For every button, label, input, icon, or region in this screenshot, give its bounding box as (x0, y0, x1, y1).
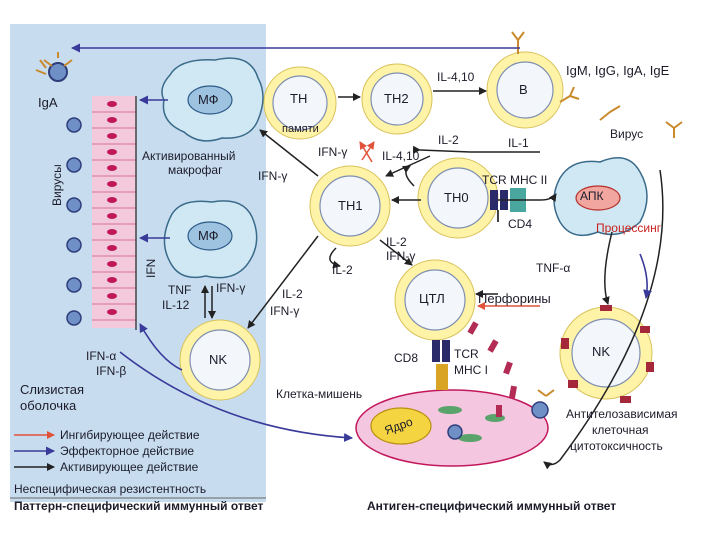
inhibit-arrows (359, 141, 540, 310)
immunoglobulins-label: IgM, IgG, IgA, IgE (566, 63, 670, 78)
il-2-nk-label: IL-2 (282, 287, 303, 301)
ifn-gamma-th-label: IFN-γ (318, 145, 348, 159)
ifn-beta-label: IFN-β (96, 364, 127, 378)
macrophage-1-label: МФ (198, 92, 219, 107)
il-1-label: IL-1 (508, 136, 529, 150)
nk-right-label: NK (592, 344, 611, 359)
perforin-pores (467, 321, 517, 417)
th0-label: TH0 (444, 190, 469, 205)
antibodies (35, 31, 683, 397)
tnf-alpha-right-label: TNF-α (536, 261, 571, 275)
th1-label: TH1 (338, 198, 363, 213)
epithelium (92, 96, 137, 330)
mucosa-label-2: оболочка (20, 398, 77, 413)
ifn-gamma-ctl-label: IFN-γ (386, 249, 416, 263)
footer-pattern: Паттерн-специфический иммунный ответ (14, 499, 264, 513)
legend-activate-label: Активирующее действие (60, 460, 199, 474)
il-4-10-mid-label: IL-4,10 (382, 149, 420, 163)
perforins-label: Перфорины (478, 291, 551, 306)
virus-particles-left (66, 117, 82, 326)
target-cell-organelles (438, 406, 505, 442)
tnf-label: TNF (168, 283, 192, 297)
activated-macrophage-label-1: Активированный (142, 149, 236, 163)
th-memory-sub-label: памяти (282, 123, 319, 135)
tcr-mhc-i-complex (432, 340, 450, 390)
footer-nonspecific: Неспецифическая резистентность (14, 482, 207, 496)
activation-arrows (201, 87, 664, 470)
processing-label: Процессинг (596, 221, 662, 235)
th-memory-label: TH (290, 91, 308, 106)
adcc-label-1: Антителозависимая (566, 407, 678, 421)
viruses-label: Вирусы (50, 164, 64, 206)
legend-inhibit-label: Ингибирующее действие (60, 428, 200, 442)
lymphocyte-cores (189, 61, 641, 391)
nk-granules (561, 305, 654, 403)
legend-effector-label: Эффекторное действие (60, 444, 195, 458)
virus-particle-top (43, 52, 73, 82)
effector-arrows (71, 43, 652, 443)
virus-right-label: Вирус (610, 127, 644, 141)
b-cell-label: B (519, 82, 528, 97)
tcr-mhc-ii-label: TCR MHC II (482, 173, 548, 187)
activated-macrophage-label-2: макрофаг (168, 163, 223, 177)
ifn-vertical-label: IFN (144, 258, 158, 278)
iga-label: IgA (38, 95, 58, 110)
nk-left-label: NK (209, 352, 228, 367)
ctl-label: ЦТЛ (419, 291, 445, 306)
target-cell-label: Клетка-мишень (276, 387, 363, 401)
tcr-label: TCR (454, 347, 479, 361)
il-2-ctl-label: IL-2 (386, 235, 407, 249)
footer-antigen: Антиген-специфический иммунный ответ (367, 499, 617, 513)
th2-label: TH2 (384, 91, 409, 106)
ifn-gamma-macrophage-label: IFN-γ (258, 169, 288, 183)
adcc-label-2: клеточная (592, 423, 649, 437)
il-12-label: IL-12 (162, 298, 190, 312)
legend-arrows (14, 431, 55, 471)
il-2-mid-label: IL-2 (438, 133, 459, 147)
mucosa-label-1: Слизистая (20, 382, 85, 397)
ifn-alpha-label: IFN-α (86, 349, 117, 363)
ifn-gamma-nk-label: IFN-γ (216, 281, 246, 295)
apc-label: АПК (580, 189, 604, 203)
ifn-gamma-nk2-label: IFN-γ (270, 304, 300, 318)
mhc-i-label: MHC I (454, 363, 488, 377)
cd8-label: CD8 (394, 351, 419, 365)
il-2-loop-label: IL-2 (332, 263, 353, 277)
macrophage-2-label: МФ (198, 228, 219, 243)
il-4-10-top-label: IL-4,10 (437, 70, 475, 84)
adcc-label-3: цитотоксичность (570, 439, 663, 453)
cd4-label: CD4 (508, 217, 533, 231)
